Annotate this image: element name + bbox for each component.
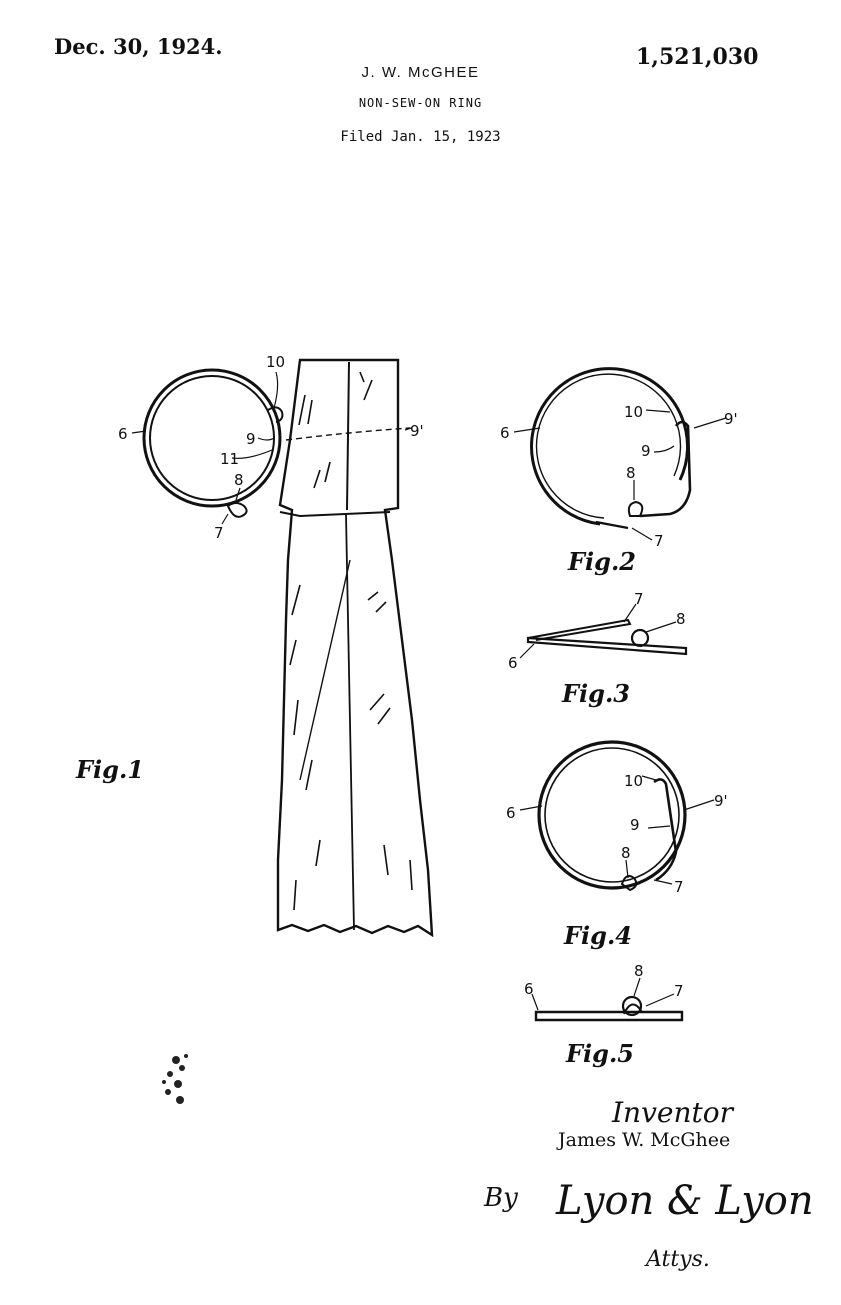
fig5-ring-side xyxy=(534,1010,684,1022)
fig2-refs: 6 10 9' 9 8 7 xyxy=(500,403,738,550)
fig1-ref-11: 11 xyxy=(220,450,239,468)
fig1-label: Fig.1 xyxy=(75,755,144,784)
fig1-ref-10: 10 xyxy=(266,353,285,371)
fig3-ref-6: 6 xyxy=(508,654,518,672)
fig2-ref-9prime: 9' xyxy=(724,410,738,428)
fig5-ref-7: 7 xyxy=(674,982,684,1000)
fig1-fabric-shading xyxy=(289,371,413,911)
fig3-ref-8: 8 xyxy=(676,610,686,628)
fig1-drawing xyxy=(131,358,434,938)
fig1-ring-hook xyxy=(267,406,284,423)
fig1-fabric-outline xyxy=(276,358,434,938)
fig1-ref-6: 6 xyxy=(118,425,128,443)
fig3-ref-7: 7 xyxy=(634,590,644,608)
fig3-label: Fig.3 xyxy=(561,679,630,708)
fig2-leaders xyxy=(513,409,727,541)
fig4-ref-9prime: 9' xyxy=(714,792,728,810)
fig1-leaders xyxy=(131,371,412,525)
fig5-clasp xyxy=(621,995,643,1017)
fig4-drawing xyxy=(519,740,715,892)
fig3-ring-side xyxy=(526,636,688,656)
fig2-end xyxy=(595,520,629,530)
fig3-drawing xyxy=(519,603,688,659)
fig2-label: Fig.2 xyxy=(567,547,636,576)
fig1-dashed-line xyxy=(285,427,411,441)
fig4-ring-inner xyxy=(544,747,680,883)
fig4-ref-9: 9 xyxy=(630,816,640,834)
fig5-ref-8: 8 xyxy=(634,962,644,980)
fig5-refs: 6 8 7 xyxy=(524,962,684,1000)
fig4-hook xyxy=(653,778,678,882)
fig4-refs: 6 10 9' 9 8 7 xyxy=(506,772,728,896)
fig2-clasp xyxy=(627,500,644,517)
fig5-leaders xyxy=(531,977,675,1011)
fig5-drawing xyxy=(531,977,684,1022)
fig2-drawing xyxy=(513,367,727,541)
fig1-refs: 10 6 9 9' 11 8 7 xyxy=(118,353,424,542)
by-label: By xyxy=(483,1183,518,1213)
fig2-ref-10: 10 xyxy=(624,403,643,421)
fig4-ref-6: 6 xyxy=(506,804,516,822)
fig1-ref-7: 7 xyxy=(214,524,224,542)
fig2-ring-inner xyxy=(535,373,682,519)
fig2-hook xyxy=(639,420,692,518)
fig4-ref-7: 7 xyxy=(674,878,684,896)
fig4-ring-outer xyxy=(537,740,687,890)
patent-number: 1,521,030 xyxy=(636,44,759,70)
fig2-ref-6: 6 xyxy=(500,424,510,442)
fig3-leaders xyxy=(519,603,677,659)
fig1-fabric-fold xyxy=(346,361,350,511)
fig3-clasp xyxy=(630,628,650,648)
fig5-loop xyxy=(623,1003,643,1015)
inventor-header: J. W. McGHEE xyxy=(361,64,480,81)
attorneys-signature: Lyon & Lyon xyxy=(555,1178,814,1224)
fig3-refs: 7 8 6 xyxy=(508,590,686,672)
fig4-clasp xyxy=(620,875,638,892)
fig4-ref-8: 8 xyxy=(621,844,631,862)
patent-title: NON-SEW-ON RING xyxy=(358,96,483,110)
fig1-fabric-hem xyxy=(279,511,391,518)
fig2-ref-8: 8 xyxy=(626,464,636,482)
fig1-ref-9: 9 xyxy=(246,430,256,448)
inventor-heading: Inventor xyxy=(611,1096,735,1129)
inventor-name: James W. McGhee xyxy=(556,1129,730,1151)
fig2-ref-7: 7 xyxy=(654,532,664,550)
filed-date: Filed Jan. 15, 1923 xyxy=(340,129,501,145)
attys-label: Attys. xyxy=(644,1247,710,1272)
fig4-label: Fig.4 xyxy=(563,921,632,950)
fig1-fabric-fold-lower xyxy=(345,514,355,931)
ink-smudge xyxy=(162,1054,188,1104)
fig4-ref-10: 10 xyxy=(624,772,643,790)
fig1-ring-outer xyxy=(142,368,282,508)
fig1-fabric-fold-diag xyxy=(299,559,351,781)
fig5-ref-6: 6 xyxy=(524,980,534,998)
fig2-ring xyxy=(530,367,689,526)
fig1-ring-clasp xyxy=(226,502,248,518)
patent-date: Dec. 30, 1924. xyxy=(54,34,223,59)
fig2-ref-9: 9 xyxy=(641,442,651,460)
fig5-label: Fig.5 xyxy=(565,1039,634,1068)
fig4-leaders xyxy=(519,775,715,885)
fig3-open-end xyxy=(527,618,632,641)
fig1-ref-9prime: 9' xyxy=(410,422,424,440)
fig1-ref-8: 8 xyxy=(234,471,244,489)
